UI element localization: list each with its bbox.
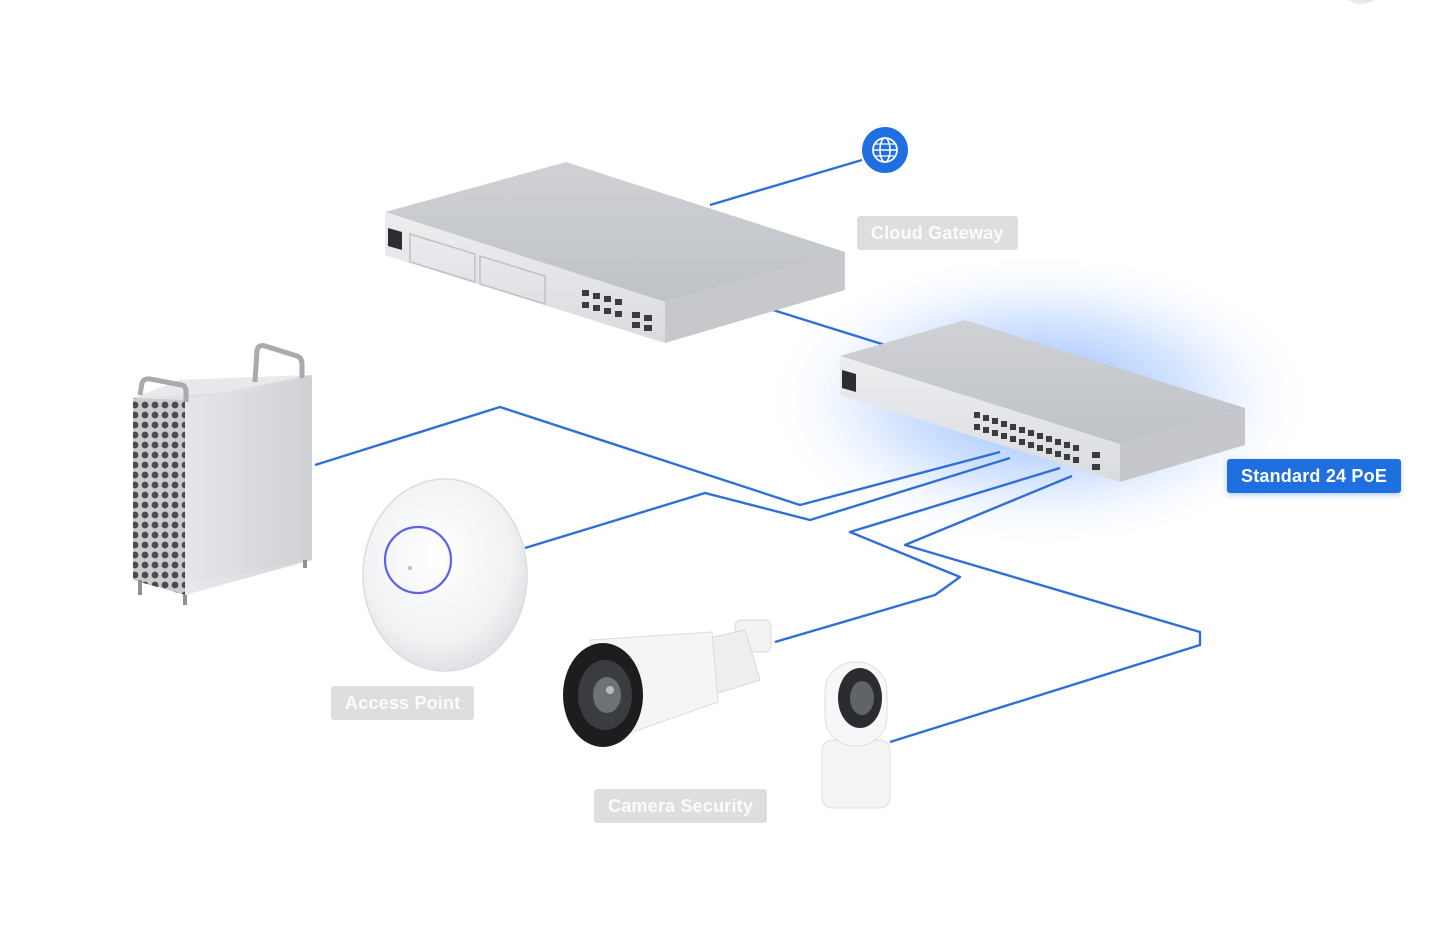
- globe-icon: [862, 127, 908, 173]
- access-point-device: [363, 479, 527, 671]
- workstation-tower-device: [133, 346, 312, 606]
- bullet-camera-device: [563, 620, 771, 747]
- cloud-gateway-device: [385, 162, 845, 343]
- standard-24-poe-label: Standard 24 PoE: [1227, 459, 1401, 493]
- line-internet-to-gateway: [710, 160, 862, 205]
- instant-camera-device: [822, 662, 890, 808]
- camera-security-label: Camera Security: [594, 789, 767, 823]
- cloud-gateway-label: Cloud Gateway: [857, 216, 1018, 250]
- access-point-label: Access Point: [331, 686, 474, 720]
